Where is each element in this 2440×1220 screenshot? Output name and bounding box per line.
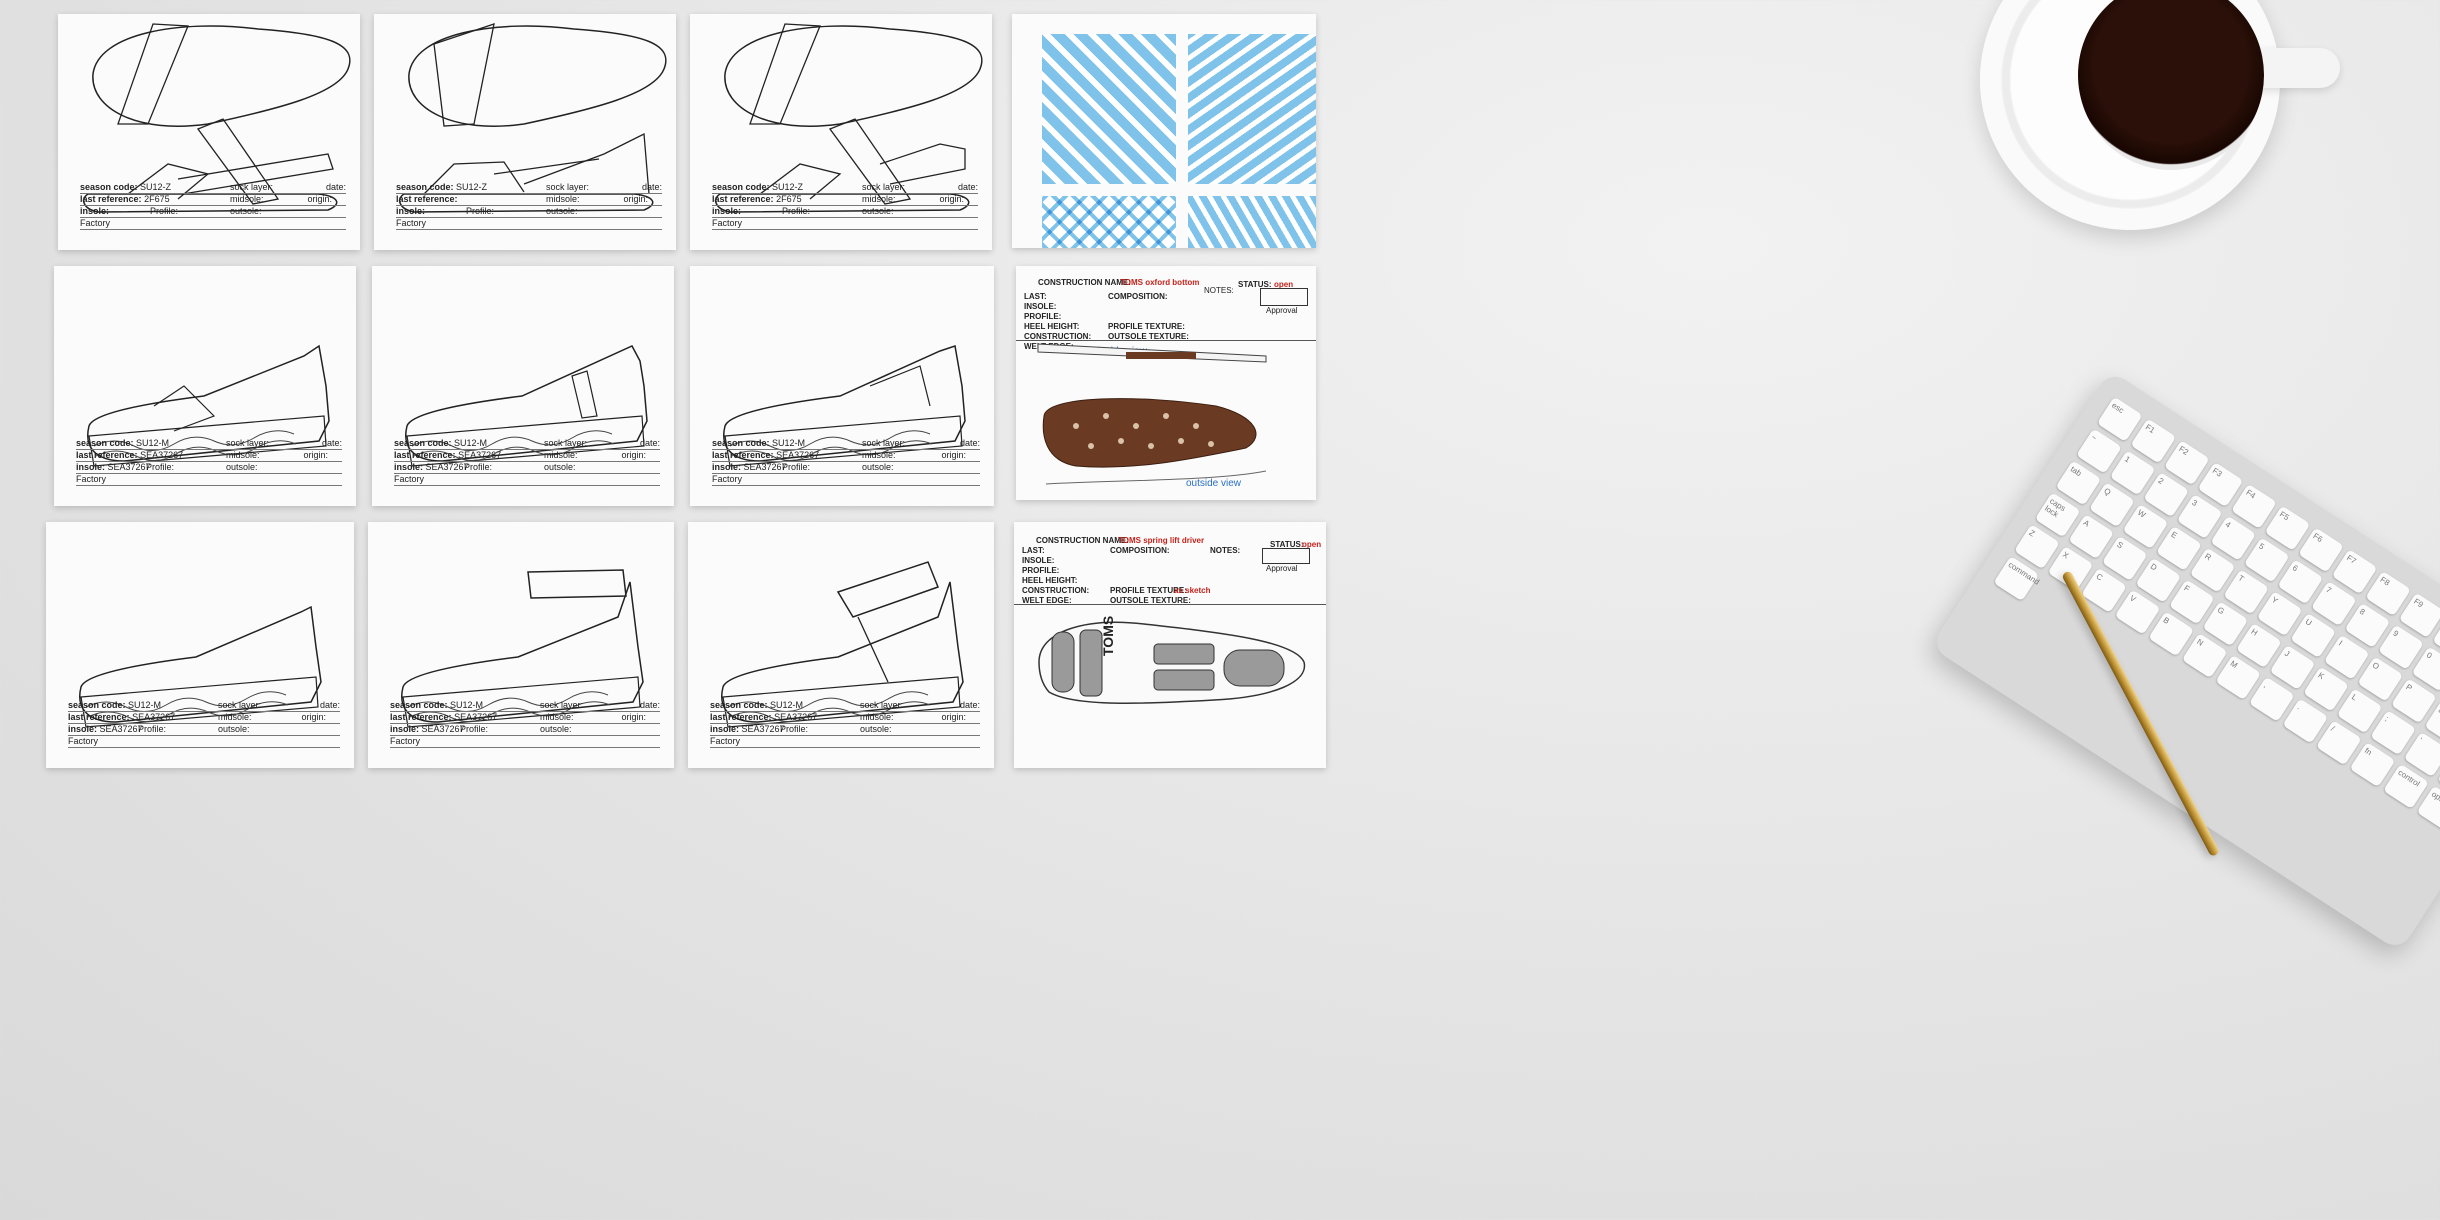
notes-label: NOTES: bbox=[1204, 286, 1234, 295]
pattern-swatch bbox=[1188, 196, 1316, 248]
coffee-cup bbox=[2078, 0, 2264, 170]
pattern-swatch-sheet bbox=[1012, 14, 1316, 248]
outsole-texture-label: OUTSOLE TEXTURE: bbox=[1110, 596, 1191, 605]
construction-sheet-oxford: CONSTRUCTION NAME: TOMS oxford bottom ST… bbox=[1016, 266, 1316, 500]
composition-label: COMPOSITION: bbox=[1110, 546, 1170, 555]
construction-title-value: TOMS oxford bottom bbox=[1120, 278, 1200, 287]
pattern-swatch bbox=[1188, 34, 1316, 184]
construction-title-value: TOMS spring lift driver bbox=[1118, 536, 1205, 545]
pattern-grid bbox=[1042, 34, 1316, 248]
divider bbox=[1014, 604, 1326, 605]
notes-label: NOTES: bbox=[1210, 546, 1241, 555]
status-value: open bbox=[1274, 280, 1294, 289]
outside-view-label: outside view bbox=[1186, 478, 1242, 489]
approval-box bbox=[1260, 288, 1308, 306]
wedge-sketch bbox=[79, 605, 322, 728]
field-last: LAST: bbox=[1024, 292, 1047, 301]
field-construction: CONSTRUCTION: bbox=[1024, 332, 1092, 341]
approval-label: Approval bbox=[1266, 306, 1298, 315]
profile-texture-value: as sketch bbox=[1174, 586, 1211, 595]
wedge-sketch bbox=[721, 561, 964, 728]
pattern-swatch bbox=[1042, 34, 1176, 184]
field-heel-height: HEEL HEIGHT: bbox=[1024, 322, 1080, 331]
field-welt-edge: WELT EDGE: bbox=[1022, 596, 1072, 605]
profile-texture-label: PROFILE TEXTURE: bbox=[1108, 322, 1185, 331]
field-insole: INSOLE: bbox=[1022, 556, 1055, 565]
composition-label: COMPOSITION: bbox=[1108, 292, 1168, 301]
status-label: STATUS: bbox=[1270, 540, 1304, 549]
wedge-sketch bbox=[401, 569, 644, 728]
outsole-diagram bbox=[1038, 621, 1306, 705]
approval-label: Approval bbox=[1266, 564, 1298, 573]
field-heel-height: HEEL HEIGHT: bbox=[1022, 576, 1078, 585]
construction-title-label: CONSTRUCTION NAME: bbox=[1038, 278, 1131, 287]
outsole-diagram bbox=[1037, 343, 1267, 485]
outsole-texture-label: OUTSOLE TEXTURE: bbox=[1108, 332, 1189, 341]
construction-sheet-driver: CONSTRUCTION NAME: TOMS spring lift driv… bbox=[1014, 522, 1326, 768]
field-construction: CONSTRUCTION: bbox=[1022, 586, 1090, 595]
status-label: STATUS: bbox=[1238, 280, 1272, 289]
keyboard-keys: escF1F2F3F4F5F6F7F8F9F10F11F12~123456789… bbox=[1993, 396, 2440, 863]
sandal-sketch bbox=[398, 23, 667, 213]
sandal-sketch bbox=[714, 23, 983, 213]
profile-texture-label: PROFILE TEXTURE: bbox=[1110, 586, 1187, 595]
approval-box bbox=[1262, 548, 1310, 564]
status-value: open bbox=[1302, 540, 1322, 549]
pattern-swatch bbox=[1042, 196, 1176, 248]
sandal-sketch bbox=[82, 23, 351, 213]
field-profile: PROFILE: bbox=[1022, 566, 1060, 575]
construction-title-label: CONSTRUCTION NAME: bbox=[1036, 536, 1129, 545]
field-profile: PROFILE: bbox=[1024, 312, 1062, 321]
keyboard: escF1F2F3F4F5F6F7F8F9F10F11F12~123456789… bbox=[1930, 370, 2440, 952]
toms-logo-mark: TOMS bbox=[1100, 615, 1116, 656]
field-last: LAST: bbox=[1022, 546, 1045, 555]
field-insole: INSOLE: bbox=[1024, 302, 1057, 311]
divider bbox=[1016, 340, 1316, 341]
